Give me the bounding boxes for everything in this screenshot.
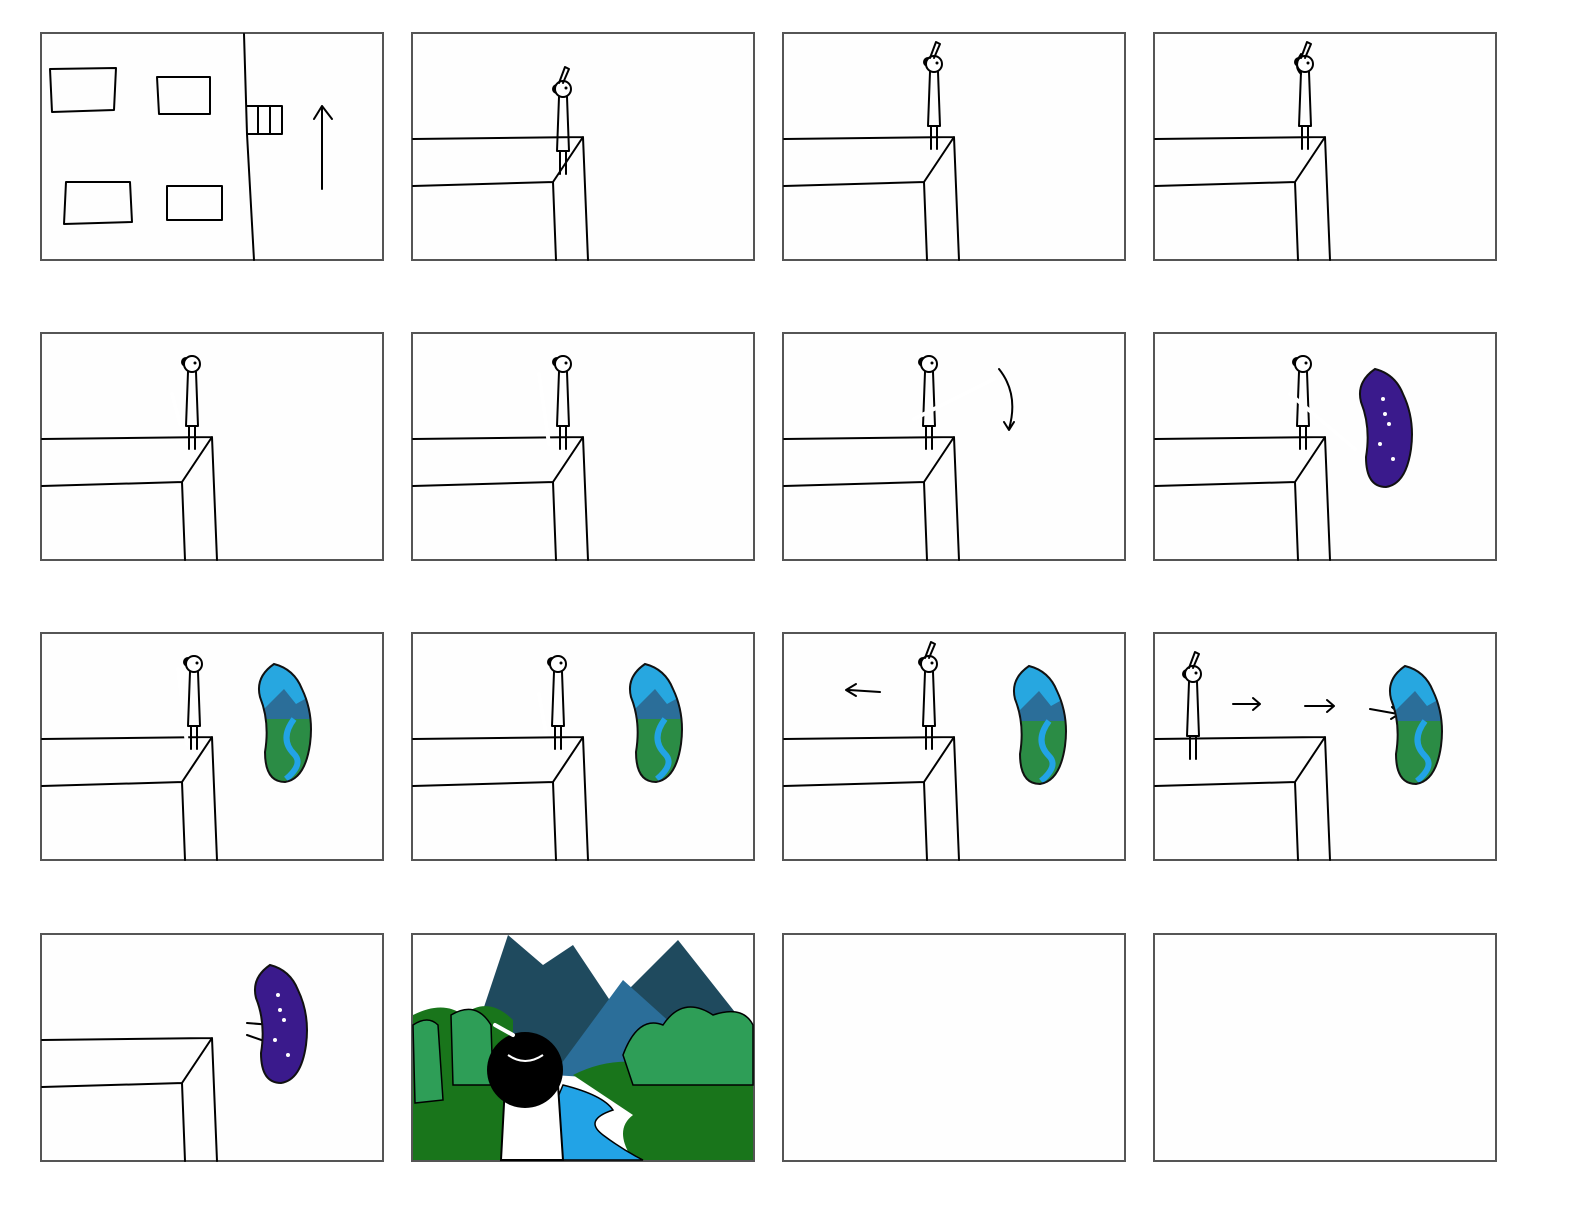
panel-drawing: [783, 355, 1015, 561]
stick-figure: [183, 655, 203, 750]
swing-arrow-icon: [998, 368, 1015, 431]
storyboard-panel-2: [411, 32, 755, 261]
stick-figure: [552, 66, 572, 175]
storyboard-panel-12: [1153, 632, 1497, 861]
stick-figure: [1182, 651, 1202, 760]
stick-figure: [547, 655, 567, 750]
figure-from-behind: [487, 1032, 565, 1161]
panel-drawing: [1154, 355, 1413, 561]
storyboard-panel-4: [1153, 32, 1497, 261]
night-portal: [254, 963, 308, 1085]
panel-drawing: [1154, 41, 1331, 261]
landscape-portal: [629, 662, 683, 784]
stick-figure: [923, 41, 943, 150]
storyboard-panel-10: [411, 632, 755, 861]
storyboard-panel-9: [40, 632, 384, 861]
stick-figure: [1294, 41, 1314, 150]
right-arrow-icons: [1232, 697, 1400, 720]
storyboard-panel-15: [782, 933, 1126, 1162]
sword: [537, 692, 548, 736]
night-portal: [1359, 367, 1413, 489]
landscape-portal: [1389, 664, 1443, 786]
sword: [1288, 392, 1357, 451]
sword: [493, 1023, 515, 1037]
cliff: [783, 736, 960, 861]
left-arrow-icon: [845, 683, 881, 697]
panel-drawing: [783, 641, 1067, 861]
panel-drawing: [41, 355, 218, 561]
up-arrow-icon: [313, 105, 333, 190]
cliff: [41, 736, 218, 861]
storyboard-panel-5: [40, 332, 384, 561]
mountain-valley: [412, 935, 754, 1161]
building-plan: [49, 33, 283, 261]
storyboard-panel-7: [782, 332, 1126, 561]
sword: [912, 377, 996, 421]
raised-arm: [1296, 53, 1302, 75]
panel-drawing: [783, 41, 960, 261]
cliff: [783, 436, 960, 561]
panel-drawing: [41, 963, 308, 1162]
storyboard-panel-14: [411, 933, 755, 1162]
cliff: [1154, 136, 1331, 261]
storyboard-panel-1: [40, 32, 384, 261]
cliff: [41, 436, 218, 561]
storyboard-panel-13: [40, 933, 384, 1162]
stick-figure: [552, 355, 572, 450]
panel-drawing: [412, 66, 589, 261]
cliff: [412, 136, 589, 261]
cliff: [1154, 736, 1331, 861]
panel-drawing: [41, 655, 312, 861]
storyboard-panel-3: [782, 32, 1126, 261]
storyboard-panel-16: [1153, 933, 1497, 1162]
panel-drawing: [1154, 651, 1443, 861]
storyboard-panel-11: [782, 632, 1126, 861]
panel-drawing: [784, 935, 1124, 1160]
stick-figure: [918, 355, 938, 450]
sword: [537, 372, 551, 446]
panel-drawing: [49, 33, 333, 261]
cliff: [783, 136, 960, 261]
panel-drawing: [412, 355, 589, 561]
sword: [170, 392, 182, 426]
panel-drawing: [412, 935, 754, 1161]
panel-drawing: [412, 655, 683, 861]
cliff: [412, 736, 589, 861]
cliff: [41, 1037, 218, 1162]
stick-figure: [181, 355, 201, 450]
landscape-portal: [1013, 664, 1067, 786]
stick-figure: [918, 641, 938, 750]
storyboard-panel-6: [411, 332, 755, 561]
sword: [176, 667, 189, 746]
panel-drawing: [1155, 935, 1495, 1160]
cliff: [1154, 436, 1331, 561]
cliff: [412, 436, 589, 561]
landscape-portal: [258, 662, 312, 784]
storyboard-panel-8: [1153, 332, 1497, 561]
